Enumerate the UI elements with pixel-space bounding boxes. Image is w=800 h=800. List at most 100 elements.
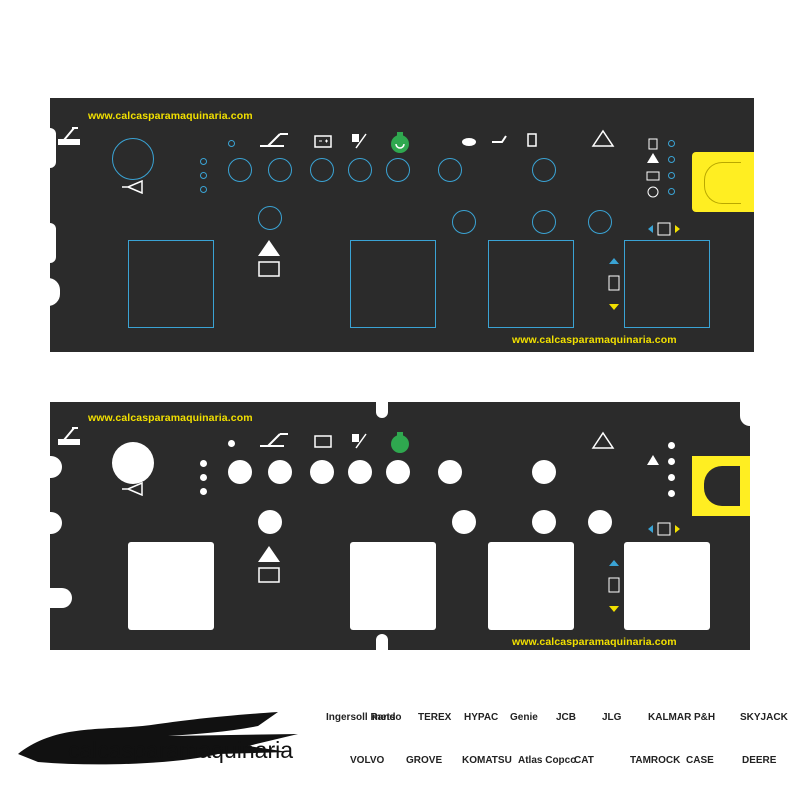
edge-notch: [376, 400, 388, 418]
indicator-dot: [200, 488, 207, 495]
switch-cutout: [532, 510, 556, 534]
rabbit-icon: [492, 135, 507, 143]
indicator-dot: [668, 172, 675, 179]
website-url-top-1: www.calcasparamaquinaria.com: [88, 110, 253, 122]
warning-icon: [647, 153, 659, 163]
indicator-dot: [228, 440, 235, 447]
drive-arrow-icon: [608, 560, 620, 612]
indicator-dot: [200, 474, 207, 481]
brand-logo: KALMAR: [648, 712, 692, 723]
drive-arrow-icon: [608, 258, 620, 310]
steer-icon: [648, 522, 680, 536]
indicator-dot: [228, 140, 235, 147]
brand-logo: HYPAC: [464, 712, 499, 723]
switch-cutout: [348, 460, 372, 484]
joystick-cutout-1: [128, 542, 214, 630]
switch-outline: [588, 210, 612, 234]
brand-logo: TAMROCK: [630, 755, 681, 766]
battery-icon: [314, 435, 332, 448]
tilt-alarm-icon: [591, 129, 615, 147]
switch-outline: [532, 210, 556, 234]
switch-cutout: [268, 460, 292, 484]
brand-logo: VOLVO: [350, 755, 385, 766]
edge-notch: [46, 278, 60, 306]
brand-logo: Ingersoll Rand: [326, 712, 396, 723]
battery-icon: [314, 135, 332, 148]
engine-icon: [646, 171, 660, 181]
edge-notch: [48, 512, 62, 534]
joystick-outline-2: [350, 240, 436, 328]
warning-manual-icon: [258, 240, 280, 277]
brand-logo: JCB: [556, 712, 577, 723]
steer-icon: [648, 222, 680, 236]
website-url-bottom-1: www.calcasparamaquinaria.com: [88, 412, 253, 424]
boom-lift-icon: [58, 127, 80, 145]
yellow-tab-slot: [704, 466, 740, 506]
indicator-dot: [668, 490, 675, 497]
switch-cutout: [310, 460, 334, 484]
horn-icon: [122, 180, 143, 194]
turtle-icon: [462, 138, 476, 146]
brand-logo: KOMATSU: [462, 755, 512, 766]
switch-outline: [348, 158, 372, 182]
switch-cutout: [258, 510, 282, 534]
indicator-dot: [200, 172, 207, 179]
horn-button-outline: [112, 138, 154, 180]
indicator-dot: [200, 158, 207, 165]
joystick-cutout-2: [350, 542, 436, 630]
percent-icon: [352, 133, 367, 149]
joystick-outline-3: [488, 240, 574, 328]
brand-logo: SKYJACK: [740, 712, 788, 723]
switch-outline: [532, 158, 556, 182]
edge-notch: [48, 456, 62, 478]
percent-icon: [352, 433, 367, 449]
brand-logo: GROVE: [406, 755, 443, 766]
brand-logo: metso: [372, 712, 402, 723]
indicator-dot: [668, 156, 675, 163]
joystick-cutout-4: [624, 542, 710, 630]
edge-notch: [46, 128, 56, 168]
indicator-dot: [668, 188, 675, 195]
switch-outline: [258, 206, 282, 230]
website-url-bottom-2: www.calcasparamaquinaria.com: [512, 636, 677, 648]
switch-outline: [268, 158, 292, 182]
indicator-dot: [668, 140, 675, 147]
indicator-dot: [668, 442, 675, 449]
warning-icon: [647, 455, 659, 465]
brand-logo: CASE: [686, 755, 714, 766]
company-flame-logo: [18, 712, 298, 765]
brand-logo: CAT: [574, 755, 594, 766]
yellow-tab-slot: [704, 162, 741, 204]
switch-cutout: [452, 510, 476, 534]
switch-outline: [438, 158, 462, 182]
horn-icon: [122, 482, 143, 496]
brand-logo: TEREX: [418, 712, 452, 723]
engine-start-icon: [391, 432, 409, 453]
boom-lift-icon: [58, 427, 80, 445]
decal-panel-cutout: www.calcasparamaquinaria.com www.calcasp…: [48, 400, 752, 652]
brand-logo: P&H: [694, 712, 716, 723]
edge-notch: [48, 588, 72, 608]
brand-logo: Atlas Copco: [518, 755, 577, 766]
joystick-cutout-3: [488, 542, 574, 630]
horn-button-cutout: [112, 442, 154, 484]
switch-cutout: [228, 460, 252, 484]
joystick-outline-4: [624, 240, 710, 328]
edge-notch: [376, 634, 388, 652]
company-logo-text: calcasparamaquinaria: [68, 737, 294, 763]
platform-icon: [260, 433, 288, 447]
decal-panel-outline: www.calcasparamaquinaria.com www.calcasp…: [46, 98, 754, 352]
brand-logo: Genie: [510, 712, 538, 723]
engine-start-icon: [391, 132, 409, 153]
website-url-top-2: www.calcasparamaquinaria.com: [512, 334, 677, 346]
indicator-dot: [200, 186, 207, 193]
brand-logo: JLG: [602, 712, 622, 723]
switch-outline: [228, 158, 252, 182]
brand-logo: DEERE: [742, 755, 777, 766]
switch-cutout: [588, 510, 612, 534]
platform-icon: [260, 133, 288, 147]
edge-notch: [46, 223, 56, 263]
brake-icon: [647, 186, 659, 198]
switch-outline: [310, 158, 334, 182]
switch-outline: [452, 210, 476, 234]
